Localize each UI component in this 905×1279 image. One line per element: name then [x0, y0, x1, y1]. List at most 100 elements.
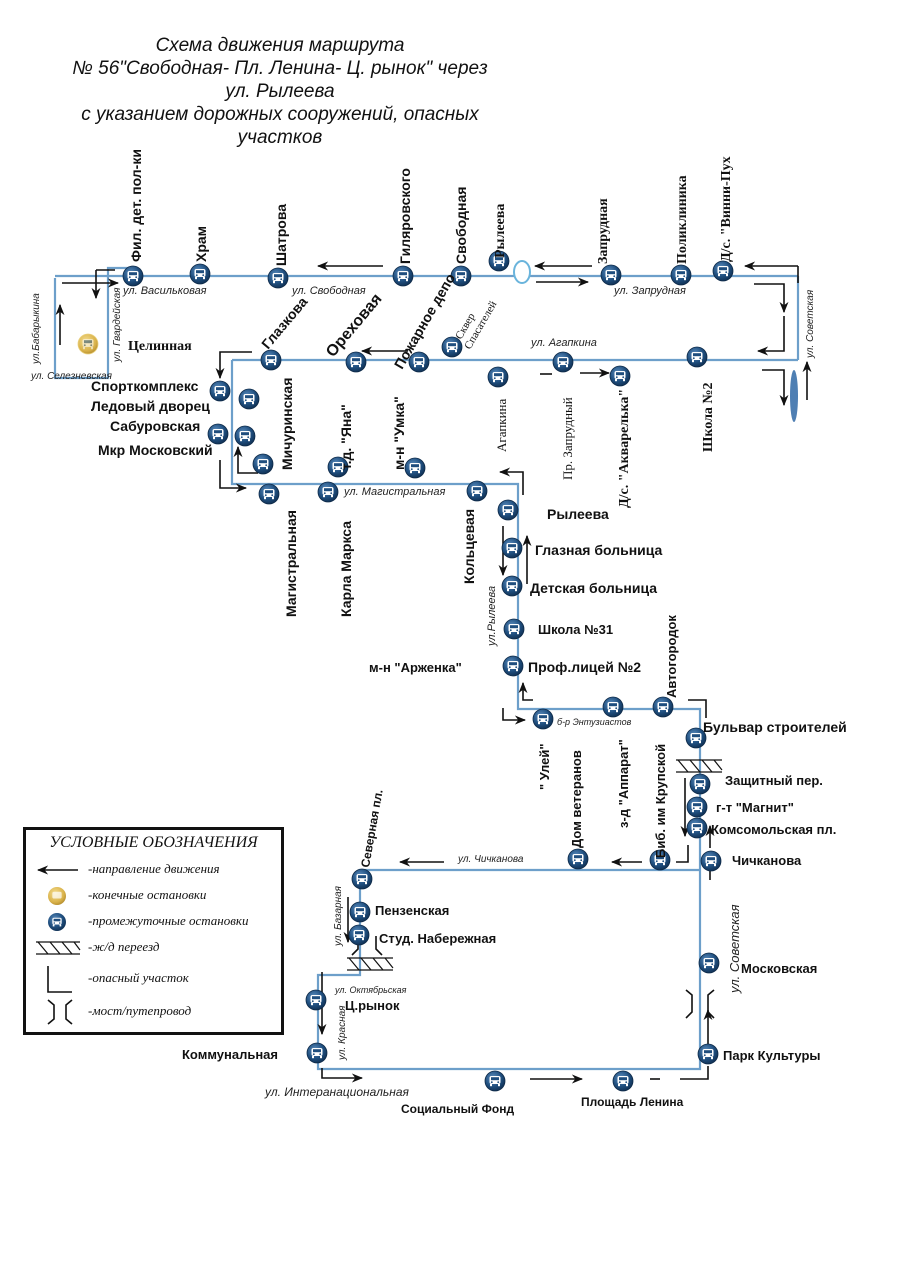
bus-stops: [77, 250, 734, 1092]
legend-item: -промежуточные остановки: [26, 910, 281, 934]
bus-stop-icon: [686, 817, 708, 839]
street-label: ул. Интеранациональная: [264, 1085, 409, 1099]
street-label: ул. Советская: [727, 904, 742, 994]
dangerous-section-icon: [680, 1066, 709, 1080]
legend-label: -ж/д переезд: [88, 939, 160, 954]
street-label: ул. Красная: [337, 1005, 348, 1061]
street-label: ул. Октябрьская: [334, 985, 407, 995]
terminal-stop-icon: [77, 333, 99, 355]
legend-item: -опасный участок: [26, 964, 281, 994]
stop-label: г-т "Магнит": [716, 800, 794, 815]
legend: УСЛОВНЫЕ ОБОЗНАЧЕНИЯ -направление движен…: [23, 827, 284, 1035]
stop-label: Гиляровского: [397, 168, 413, 264]
stop-label: Спорткомплекс: [91, 378, 199, 394]
street-label: ул.Рылеева: [486, 586, 498, 647]
bus-stop-icon: [450, 265, 472, 287]
stop-label: Ц.рынок: [345, 998, 400, 1013]
legend-item: -направление движения: [26, 858, 281, 882]
stop-label: Комсомольская пл.: [711, 822, 836, 837]
railway-crossing-icon: [676, 759, 723, 773]
dangerous-section-icon: [47, 966, 72, 993]
bus-stop-icon: [497, 499, 519, 521]
bus-stop-icon: [122, 265, 144, 287]
bus-stop-icon: [700, 850, 722, 872]
bridge-icon: [685, 989, 715, 1019]
legend-label: -конечные остановки: [88, 887, 207, 902]
stop-label: Агапкина: [494, 398, 509, 452]
legend-label: -направление движения: [88, 861, 220, 876]
bus-stop-icon: [349, 901, 371, 923]
roundabout-icon: [513, 260, 531, 284]
dangerous-section-icon: [676, 845, 689, 863]
stop-label: Карла Маркса: [338, 521, 354, 617]
arrow-icon: [233, 445, 258, 474]
bus-stop-icon: [317, 481, 339, 503]
stop-label: Московская: [741, 961, 817, 976]
street-label: б-р Энтузиастов: [557, 717, 632, 727]
direction-arrows: [55, 261, 812, 1084]
arrow-icon: [762, 369, 789, 407]
bus-stop-icon: [441, 336, 463, 358]
street-label: ул. Магистральная: [343, 486, 445, 498]
stop-label: Рылеева: [493, 204, 508, 258]
bus-stop-icon: [567, 848, 589, 870]
bus-stop-icon: [501, 537, 523, 559]
stop-label: Фил. дет. пол-ки: [128, 149, 144, 262]
stop-label: Чичканова: [732, 853, 802, 868]
street-label: ул. Свободная: [291, 285, 366, 297]
bus-stop-icon: [209, 380, 231, 402]
arrow-icon: [518, 681, 533, 701]
title-line: с указанием дорожных сооружений, опасных: [81, 104, 479, 125]
bus-stop-icon: [392, 265, 414, 287]
arrow-icon: [502, 708, 527, 725]
legend-item: -мост/путепровод: [26, 998, 281, 1026]
bus-stop-icon: [260, 349, 282, 371]
arrow-left-icon: [36, 865, 78, 875]
bus-stop-icon: [258, 483, 280, 505]
bus-stop-icon: [609, 365, 631, 387]
terminal-stop-icon: [48, 887, 66, 905]
bus-stop-icon: [466, 480, 488, 502]
stop-label: Запрудная: [596, 198, 611, 264]
stop-label: Дом ветеранов: [569, 750, 584, 848]
bus-stop-icon: [689, 773, 711, 795]
street-label: ул. Запрудная: [613, 285, 686, 297]
bus-stop-icon: [189, 263, 211, 285]
stop-label: Детская больница: [530, 580, 657, 596]
stop-label: Ореховая: [323, 291, 386, 361]
stop-label: Биб. им Крупской: [653, 744, 668, 858]
street-label: ул. Гвардейская: [112, 287, 123, 363]
stop-label: Северная пл.: [358, 788, 386, 868]
title-line: № 56"Свободная- Пл. Ленина- Ц. рынок" че…: [72, 58, 488, 79]
stop-label: Мичуринская: [279, 378, 295, 470]
bus-stop-icon: [697, 1043, 719, 1065]
bus-stop-icon: [252, 453, 274, 475]
stop-label: Поликлиника: [675, 175, 690, 264]
railway-crossing-icon: [36, 941, 81, 955]
stop-label: " Улей": [537, 743, 552, 790]
legend-item: -ж/д переезд: [26, 936, 281, 960]
bus-stop-icon: [404, 457, 426, 479]
title-line: Схема движения маршрута: [155, 35, 405, 56]
bus-stop-icon: [305, 989, 327, 1011]
bus-stop-icon: [649, 849, 671, 871]
bus-stop-icon: [670, 264, 692, 286]
bus-stop-icon: [686, 346, 708, 368]
legend-item: -конечные остановки: [26, 884, 281, 908]
stop-label: Защитный пер.: [725, 773, 823, 788]
arrow-icon: [754, 283, 789, 314]
stop-label: з-д "Аппарат": [616, 739, 631, 828]
street-labels: ул. Васильковая ул. Свободная ул. Запруд…: [30, 285, 816, 1099]
bridge-icon: [47, 999, 73, 1025]
stop-label: Коммунальная: [182, 1047, 278, 1062]
bus-stop-icon: [503, 618, 525, 640]
stop-label: м-н "Арженка": [369, 660, 462, 675]
bus-stop-icon: [502, 655, 524, 677]
street-label: ул. Васильковая: [122, 285, 207, 297]
street-label: ул. Чичканова: [457, 854, 524, 865]
stop-label: Целинная: [128, 339, 192, 354]
stop-label: Проф.лицей №2: [528, 659, 641, 675]
stop-label: Свободная: [453, 187, 469, 264]
bus-stop-icon: [345, 351, 367, 373]
stop-label: Школа №2: [701, 383, 716, 453]
